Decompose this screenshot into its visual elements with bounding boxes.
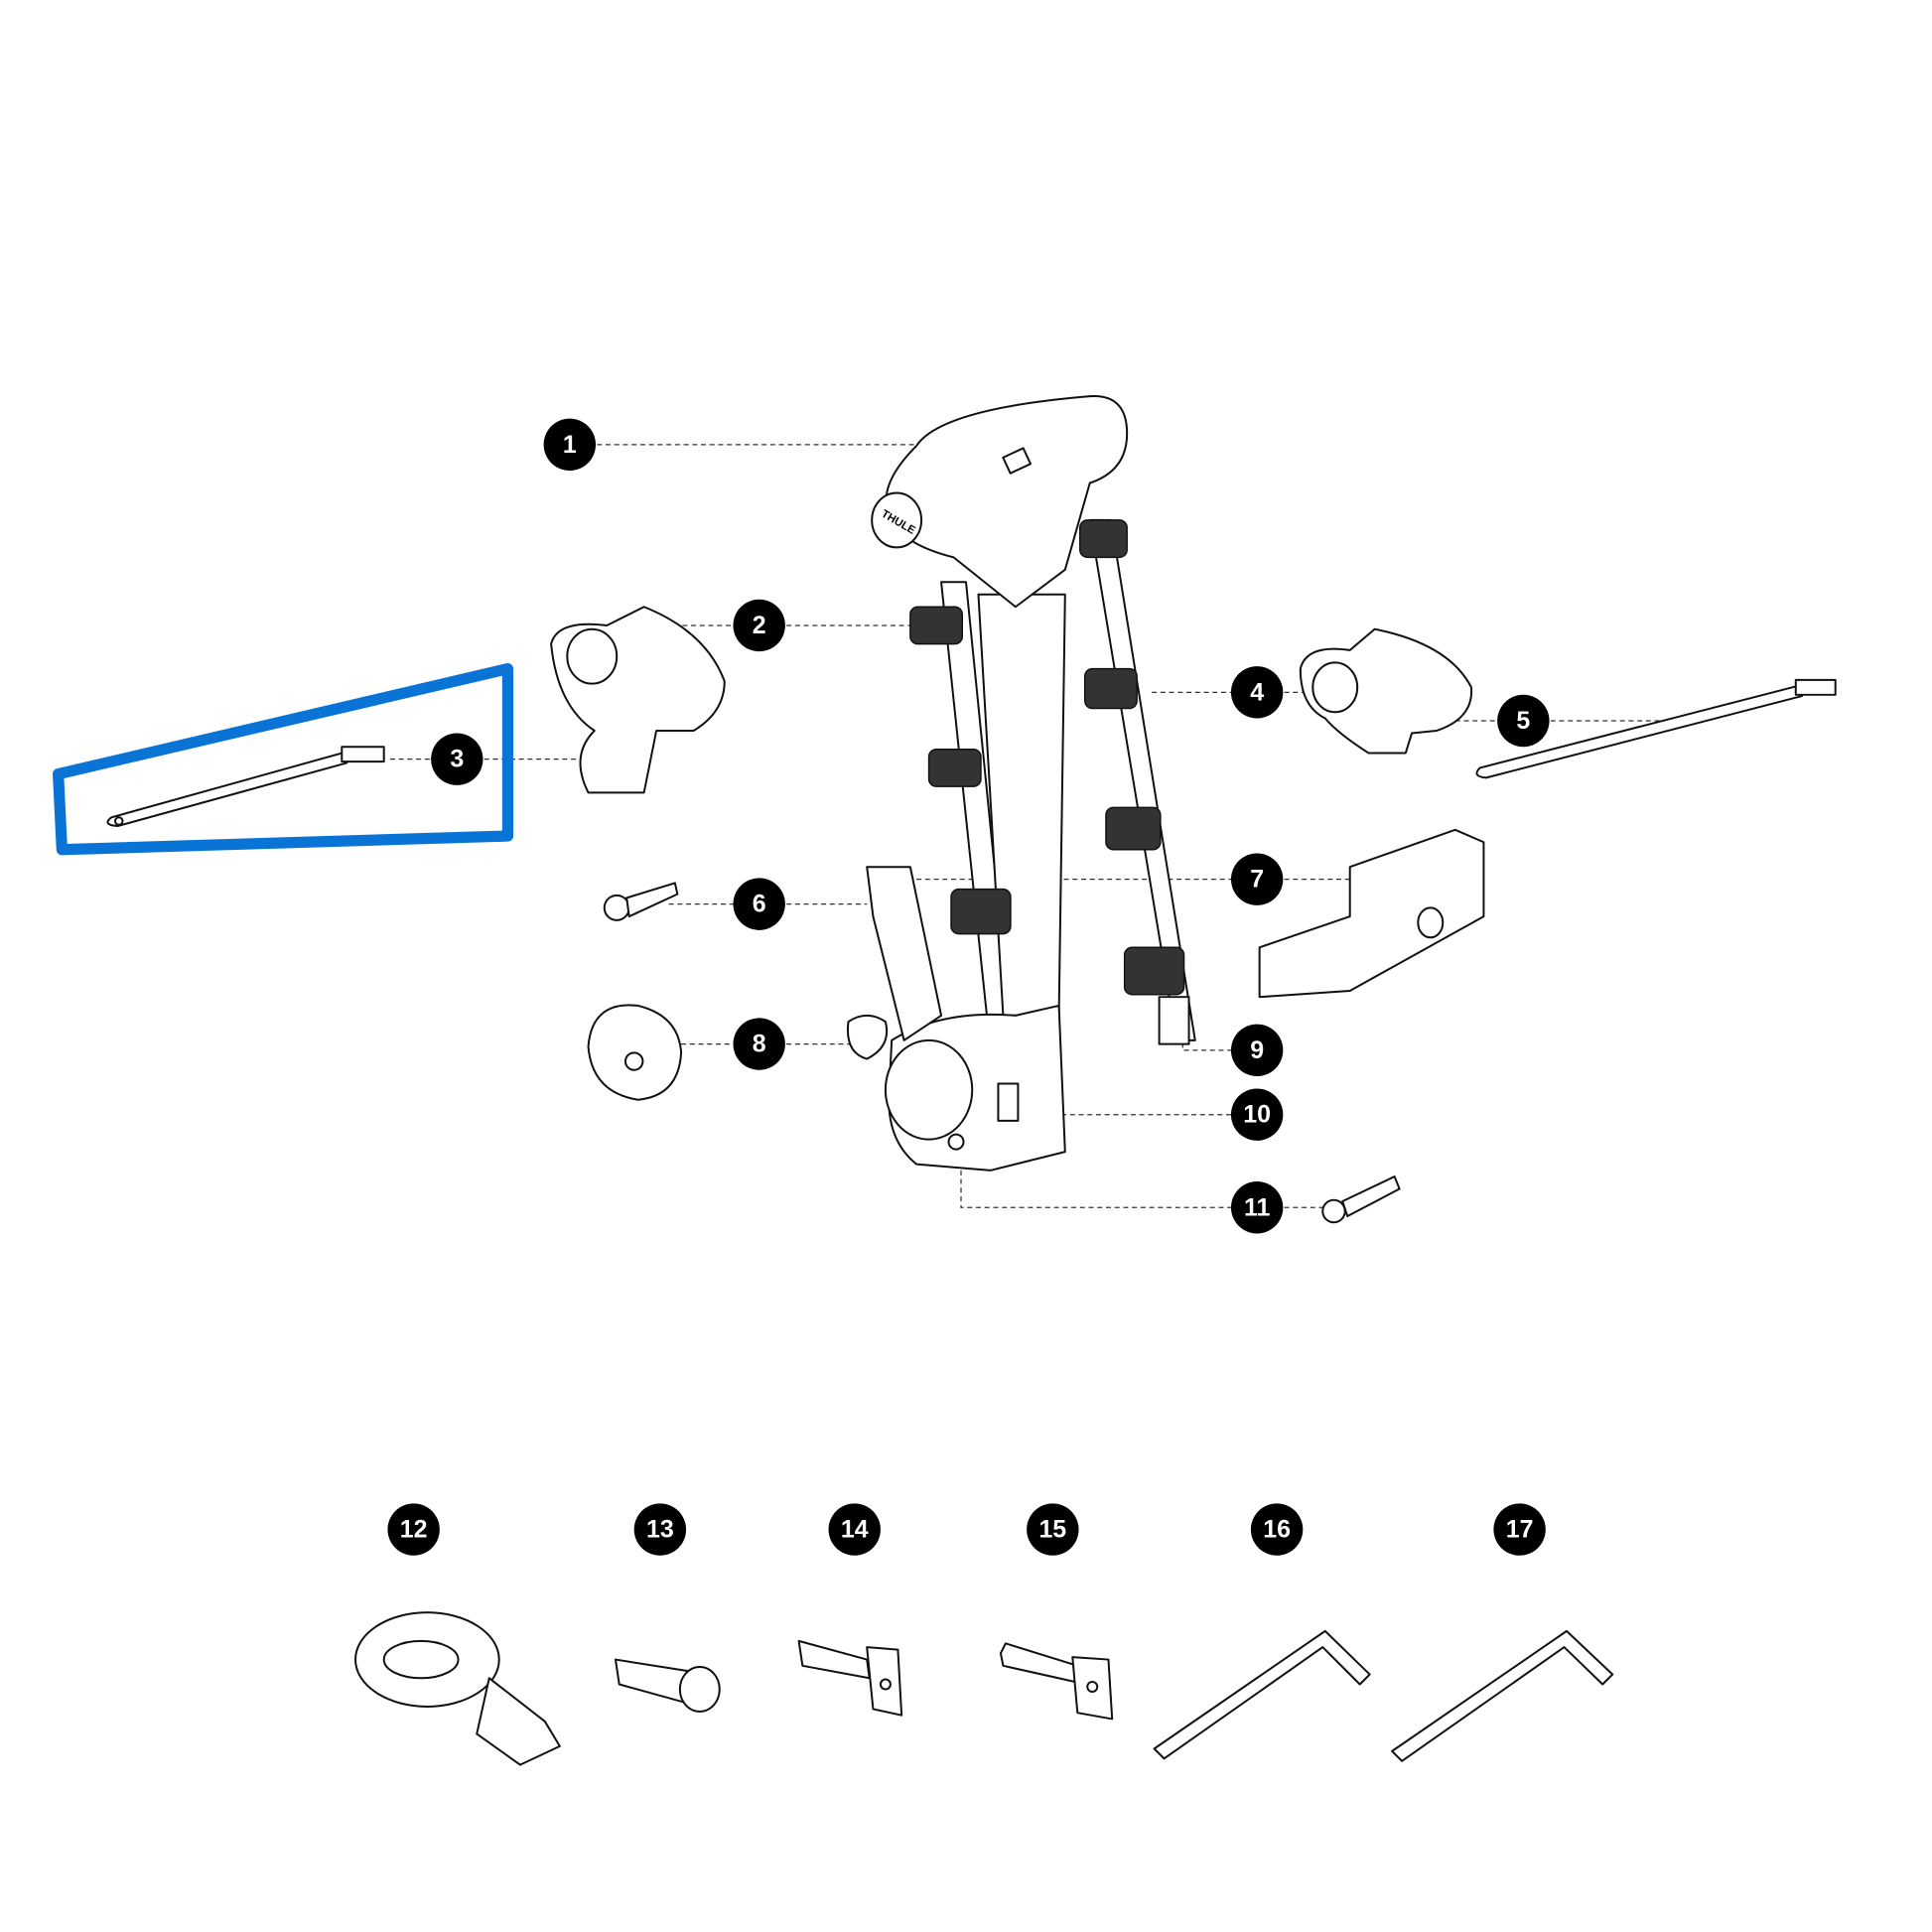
callout-16: 16 — [1250, 1503, 1304, 1556]
callout-17: 17 — [1493, 1503, 1546, 1556]
svg-text:5: 5 — [1516, 707, 1530, 735]
callout-4: 4 — [1230, 666, 1284, 719]
svg-text:2: 2 — [753, 612, 766, 639]
callout-8: 8 — [733, 1018, 785, 1070]
callout-2: 2 — [733, 599, 785, 652]
svg-text:16: 16 — [1263, 1516, 1291, 1544]
svg-text:17: 17 — [1506, 1516, 1534, 1544]
svg-text:7: 7 — [1250, 866, 1264, 894]
key-part-15 — [999, 1642, 1114, 1721]
arm-end-part-9 — [1158, 996, 1190, 1045]
strap-roll-part-12 — [354, 1611, 561, 1766]
hex-key-part-17 — [1391, 1629, 1614, 1762]
main-frame-part: THULE — [846, 395, 1196, 1172]
svg-text:10: 10 — [1243, 1101, 1271, 1129]
callout-13: 13 — [633, 1503, 687, 1556]
svg-text:13: 13 — [646, 1516, 674, 1544]
lock-cylinder-part-13 — [614, 1658, 721, 1713]
strap-part-5 — [1475, 678, 1837, 779]
callout-14: 14 — [828, 1503, 881, 1556]
hex-key-part-16 — [1153, 1629, 1371, 1760]
knob-part-8 — [587, 1004, 683, 1101]
callout-6: 6 — [733, 878, 785, 930]
leader-lines — [389, 444, 1666, 1208]
callout-3: 3 — [431, 733, 483, 785]
callout-11: 11 — [1230, 1181, 1284, 1234]
strap-part-3 — [106, 746, 385, 828]
svg-text:1: 1 — [563, 431, 577, 459]
screw-part-6 — [603, 882, 679, 921]
svg-text:12: 12 — [400, 1516, 428, 1544]
key-part-14 — [797, 1639, 903, 1717]
callout-12: 12 — [387, 1503, 440, 1556]
svg-text:8: 8 — [753, 1031, 766, 1058]
wheel-holder-part-4 — [1299, 627, 1473, 755]
callout-7: 7 — [1230, 853, 1284, 905]
highlight-box — [53, 663, 514, 856]
wheel-holder-part-2 — [550, 606, 726, 794]
svg-text:14: 14 — [841, 1516, 869, 1544]
callout-5: 5 — [1497, 694, 1550, 748]
callout-10: 10 — [1230, 1088, 1284, 1141]
adapter-part-7 — [1258, 828, 1485, 999]
svg-text:4: 4 — [1250, 678, 1264, 706]
callout-1: 1 — [543, 418, 597, 472]
callout-15: 15 — [1027, 1503, 1079, 1556]
callout-9: 9 — [1230, 1024, 1284, 1077]
svg-text:6: 6 — [753, 891, 766, 918]
svg-text:15: 15 — [1038, 1516, 1066, 1544]
svg-text:3: 3 — [450, 746, 464, 773]
svg-text:9: 9 — [1250, 1036, 1264, 1064]
bolt-part-11 — [1321, 1175, 1401, 1224]
svg-text:11: 11 — [1244, 1193, 1270, 1221]
